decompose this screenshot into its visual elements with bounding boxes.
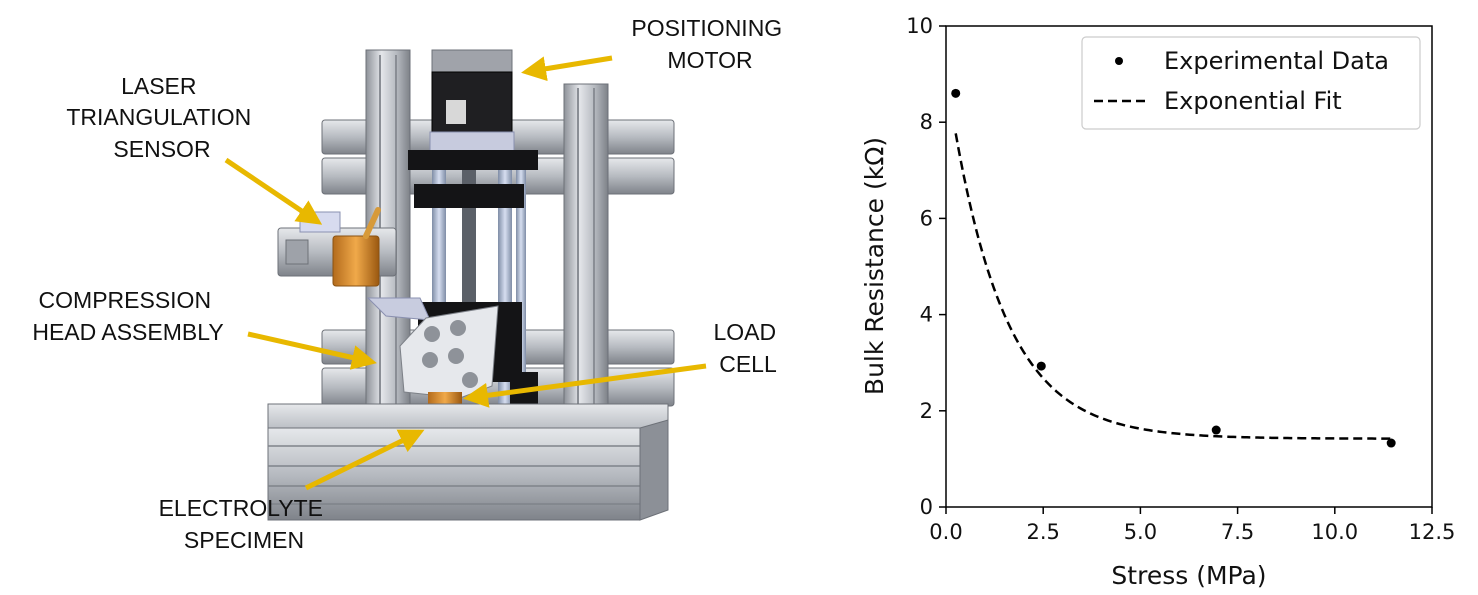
- arrow-load-cell: [463, 363, 707, 408]
- arrow-positioning-motor: [521, 55, 613, 82]
- legend-label-experimental: Experimental Data: [1164, 47, 1389, 75]
- arrow-compression-head: [247, 331, 377, 370]
- lead-screw: [462, 160, 476, 310]
- label-positioning-motor: POSITIONING MOTOR: [631, 15, 788, 73]
- right-post: [563, 83, 609, 431]
- legend-box: [1081, 36, 1421, 130]
- y-tick-label: 8: [920, 110, 933, 134]
- label-laser-sensor: LASER TRIANGULATION SENSOR: [66, 73, 257, 162]
- laser-sensor-body: [332, 235, 380, 287]
- x-tick-label: 0.0: [929, 520, 962, 544]
- series-exponential-fit: [954, 133, 1392, 440]
- series-experimental-data: [951, 88, 1396, 448]
- legend-label-fit: Exponential Fit: [1164, 87, 1342, 115]
- y-axis-ticks: 0 2 4 6 8 10: [906, 14, 946, 519]
- legend-marker-experimental: [1115, 57, 1123, 65]
- data-point: [1386, 438, 1396, 448]
- label-electrolyte-specimen: ELECTROLYTE SPECIMEN: [159, 495, 330, 553]
- arrow-laser-sensor: [224, 157, 323, 225]
- label-compression-head: COMPRESSION HEAD ASSEMBLY: [32, 287, 223, 345]
- y-tick-label: 2: [920, 399, 933, 423]
- arrow-electrolyte-specimen: [304, 429, 425, 491]
- motor-body: [431, 71, 513, 135]
- y-tick-label: 10: [906, 14, 933, 38]
- x-tick-label: 7.5: [1221, 520, 1254, 544]
- x-tick-label: 12.5: [1409, 520, 1456, 544]
- x-axis-ticks: 0.0 2.5 5.0 7.5 10.0 12.5: [929, 507, 1455, 544]
- y-tick-label: 4: [920, 303, 933, 327]
- label-load-cell: LOAD CELL: [713, 319, 782, 377]
- motor-top: [431, 49, 513, 75]
- apparatus-illustration: POSITIONING MOTOR LASER TRIANGULATION SE…: [32, 15, 788, 553]
- data-point: [1211, 425, 1221, 435]
- x-tick-label: 10.0: [1311, 520, 1358, 544]
- compression-head: [399, 305, 499, 399]
- data-point: [951, 88, 961, 98]
- y-axis-label: Bulk Resistance (kΩ): [860, 137, 889, 395]
- y-tick-label: 6: [920, 206, 933, 230]
- data-point: [1036, 361, 1046, 371]
- x-tick-label: 5.0: [1124, 520, 1157, 544]
- motor-plate: [408, 150, 538, 170]
- x-axis-label: Stress (MPa): [1111, 561, 1266, 590]
- x-tick-label: 2.5: [1026, 520, 1059, 544]
- upper-carriage: [414, 184, 524, 208]
- y-tick-label: 0: [920, 495, 933, 519]
- bulk-resistance-chart: 0.0 2.5 5.0 7.5 10.0 12.5 0 2 4 6 8 10 Stress (MPa…: [860, 14, 1455, 590]
- legend: Experimental Data Exponential Fit: [1081, 36, 1421, 130]
- plot-frame: [945, 25, 1433, 508]
